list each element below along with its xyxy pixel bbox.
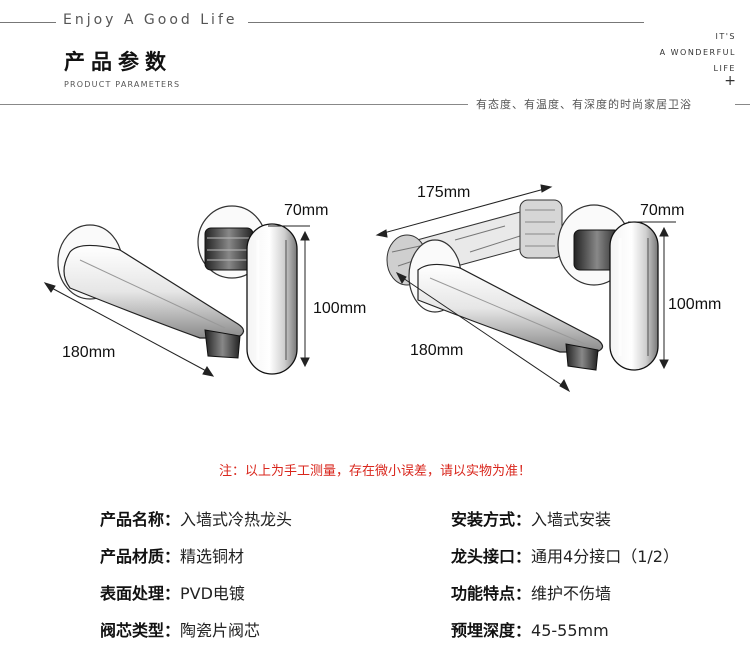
brand-slogan: 有态度、有温度、有深度的时尚家居卫浴	[476, 98, 692, 111]
dim-lines-right	[375, 184, 676, 393]
param-surface-finish: 表面处理：PVD电镀	[100, 580, 245, 604]
corner-text-line-1: IT'S	[715, 32, 736, 41]
header-rule-right	[248, 22, 644, 23]
divider-right	[735, 104, 750, 105]
param-connector: 龙头接口：通用4分接口（1/2）	[451, 543, 679, 567]
param-material: 产品材质：精选铜材	[100, 543, 244, 567]
dim-right-length: 180mm	[410, 342, 464, 359]
corner-text-line-2: A WONDERFUL	[659, 48, 736, 57]
plus-icon: +	[724, 73, 736, 89]
param-embed-depth: 预埋深度：45-55mm	[451, 617, 609, 641]
dimension-diagram	[43, 184, 676, 393]
param-product-name: 产品名称：入墙式冷热龙头	[100, 506, 292, 530]
dim-left-height: 100mm	[313, 300, 367, 317]
divider-left	[0, 104, 468, 105]
dim-right-depth: 70mm	[640, 202, 685, 219]
param-value: 通用4分接口（1/2）	[531, 547, 679, 566]
param-value: 入墙式冷热龙头	[180, 510, 293, 529]
param-label: 阀芯类型：	[100, 621, 181, 640]
param-label: 安装方式：	[451, 510, 532, 529]
param-value: 陶瓷片阀芯	[180, 621, 261, 640]
section-subtitle: PRODUCT PARAMETERS	[64, 80, 181, 89]
corner-text-line-3: LIFE	[713, 64, 736, 73]
param-value: 入墙式安装	[531, 510, 612, 529]
dim-right-height: 100mm	[668, 296, 722, 313]
param-value: 45-55mm	[531, 621, 609, 640]
section-title: 产品参数	[64, 50, 172, 74]
param-install-method: 安装方式：入墙式安装	[451, 506, 611, 530]
param-label: 产品名称：	[100, 510, 181, 529]
header-rule-left	[0, 22, 56, 23]
param-label: 功能特点：	[451, 584, 532, 603]
dim-left-length: 180mm	[62, 344, 116, 361]
faucet-left-illustration	[57, 205, 298, 375]
param-label: 龙头接口：	[451, 547, 532, 566]
param-valve-core: 阀芯类型：陶瓷片阀芯	[100, 617, 260, 641]
param-feature: 功能特点：维护不伤墙	[451, 580, 611, 604]
param-label: 产品材质：	[100, 547, 181, 566]
dim-lines-left	[43, 225, 310, 377]
param-label: 表面处理：	[100, 584, 181, 603]
param-value: PVD电镀	[180, 584, 245, 603]
tagline: Enjoy A Good Life	[63, 12, 238, 28]
measurement-note: 注：以上为手工测量，存在微小误差，请以实物为准！	[218, 464, 531, 479]
param-value: 精选铜材	[180, 547, 245, 566]
dim-right-body: 175mm	[417, 184, 471, 201]
dim-left-depth: 70mm	[284, 202, 329, 219]
param-value: 维护不伤墙	[531, 584, 612, 603]
param-label: 预埋深度：	[451, 621, 532, 640]
